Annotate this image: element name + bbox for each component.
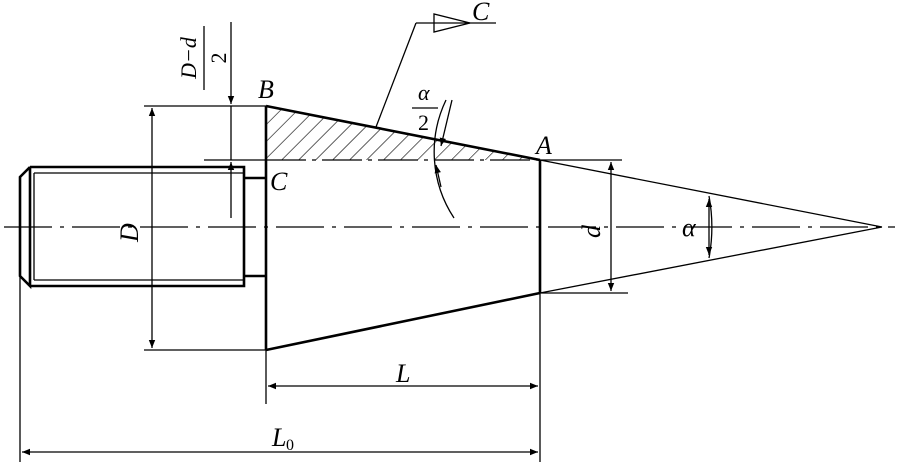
label-A: A [534,131,552,160]
svg-text:D−d: D−d [176,36,201,80]
dimension-L [265,293,541,462]
label-alpha: α [682,213,697,242]
dimension-half-angle [433,99,455,219]
dimension-D [144,105,266,351]
label-B: B [258,75,274,104]
label-C-datum: C [472,0,490,26]
svg-text:α: α [418,80,430,105]
taper-extension-lines [539,159,883,294]
dimension-L0 [19,276,538,462]
svg-text:2: 2 [418,110,429,135]
dimension-d [540,162,628,294]
svg-text:0: 0 [286,437,294,454]
label-L: L [395,359,410,388]
collar [244,176,266,278]
label-half-angle: α 2 [412,80,438,135]
datum-leader-c [375,13,496,128]
shank [18,165,246,290]
label-C-point: C [270,167,288,196]
tapered-body [264,104,542,352]
label-L0: L 0 [271,423,294,454]
dimension-alpha [705,195,713,259]
label-d: d [577,224,606,238]
label-taper-half: D−d 2 [176,26,231,90]
svg-text:2: 2 [206,53,231,64]
svg-text:L: L [271,423,286,452]
label-D: D [115,223,144,243]
